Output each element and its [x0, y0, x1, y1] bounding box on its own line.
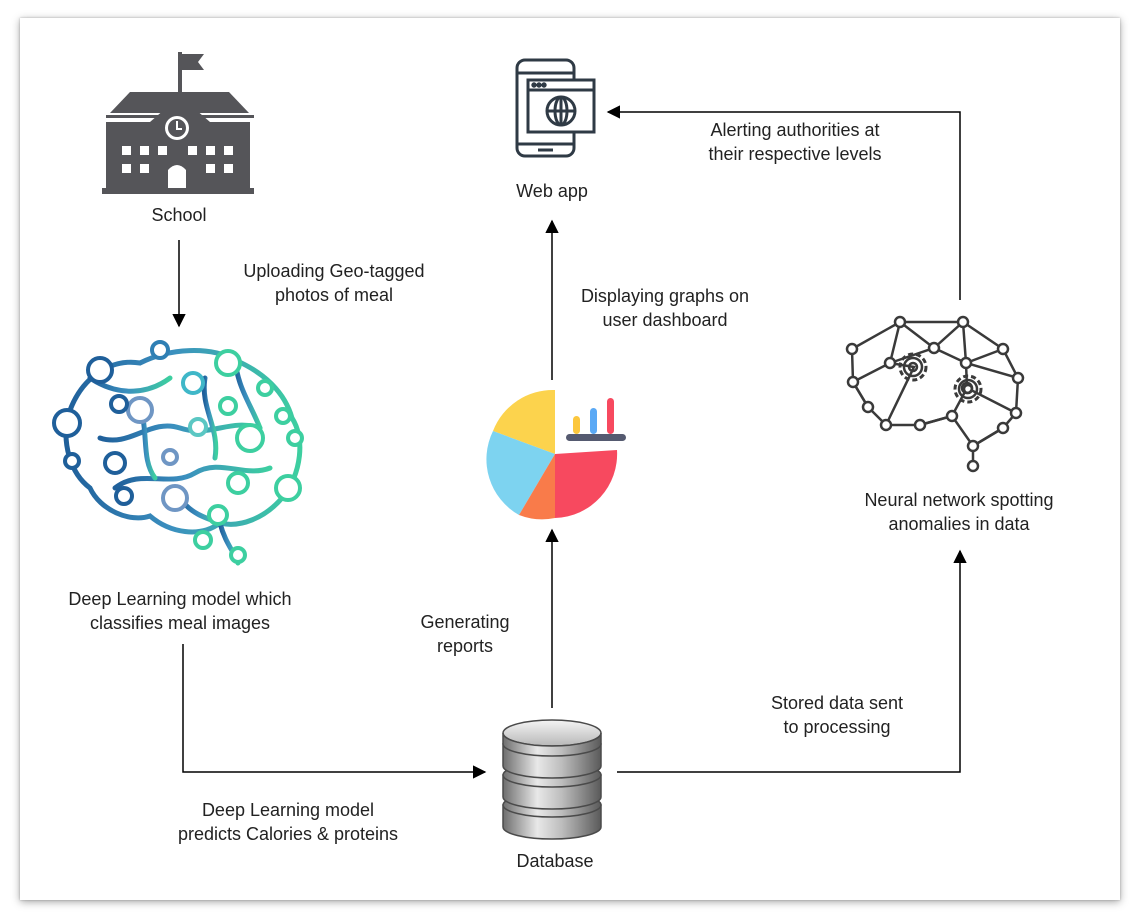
edge-label-line: their respective levels [708, 144, 882, 164]
gear-icon [898, 352, 928, 382]
edge-label-neural-to-webapp: Alerting authorities at their respective… [682, 118, 908, 166]
database-cylinder-icon [502, 719, 602, 840]
edge-label-line: to processing [783, 717, 891, 737]
edge-label-school-to-classifier: Uploading Geo-tagged photos of meal [219, 259, 449, 307]
edge-label-database-to-neural: Stored data sent to processing [742, 691, 932, 739]
pie-bar-chart-icon [486, 389, 626, 520]
diagram-frame: School Deep Learning model which classif… [20, 18, 1120, 900]
edge-label-line: photos of meal [274, 285, 394, 305]
node-label-neural: Neural network spotting anomalies in dat… [832, 488, 1086, 536]
node-label-line: classifies meal images [89, 613, 271, 633]
edge-label-line: Uploading Geo-tagged [243, 261, 425, 281]
edge-classifier-to-database [182, 644, 487, 779]
edge-label-line: Stored data sent [770, 693, 904, 713]
node-label-webapp: Web app [516, 181, 588, 201]
edge-label-line: Generating [420, 612, 510, 632]
node-label-classifier: Deep Learning model which classifies mea… [38, 587, 322, 635]
neural-brain-icon [52, 340, 304, 566]
node-label-school: School [151, 205, 207, 225]
edge-label-database-to-charts: Generating reports [405, 610, 525, 658]
node-label-line: Neural network spotting [864, 490, 1054, 510]
school-building-icon [102, 52, 254, 194]
node-label-line: Deep Learning model which [68, 589, 292, 609]
edge-label-line: Deep Learning model [201, 800, 375, 820]
gear-icon [953, 374, 983, 404]
edge-label-classifier-to-database: Deep Learning model predicts Calories & … [157, 798, 419, 846]
node-label-database: Database [516, 851, 594, 871]
edge-label-line: predicts Calories & proteins [177, 824, 399, 844]
edge-label-line: Displaying graphs on [580, 286, 750, 306]
edge-label-charts-to-webapp: Displaying graphs on user dashboard [562, 284, 768, 332]
edge-neural-to-webapp [606, 105, 961, 300]
edge-label-line: user dashboard [602, 310, 728, 330]
node-label-line: anomalies in data [888, 514, 1030, 534]
diagram-canvas [52, 52, 1025, 840]
brain-gears-icon [845, 315, 1025, 473]
edge-database-to-neural [617, 549, 967, 773]
edge-label-line: Alerting authorities at [710, 120, 880, 140]
edge-label-line: reports [436, 636, 494, 656]
mobile-web-app-icon [515, 58, 596, 158]
